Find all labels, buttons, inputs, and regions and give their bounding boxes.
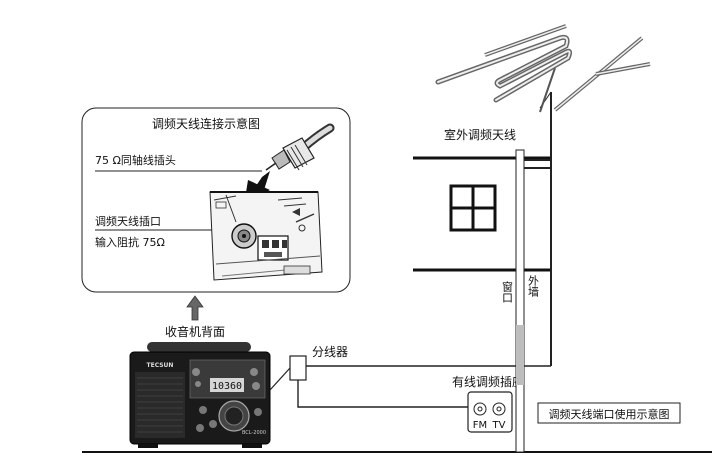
tv-port-icon: [492, 402, 506, 416]
back-panel-illustration: [209, 191, 323, 281]
coax-plug-label: 75 Ω同轴线插头: [95, 153, 176, 167]
splitter: 分线器: [289, 345, 348, 381]
caption-box: 调频天线端口使用示意图: [537, 402, 681, 424]
window-label: 窗口: [501, 280, 514, 303]
radio-illustration: TECSUN 10360 BCL-2000: [129, 342, 271, 448]
antenna-jack-label: 调频天线插口: [95, 214, 161, 228]
caption-frame: [537, 402, 681, 424]
window-icon: [449, 184, 497, 232]
coax-plug-icon: [265, 123, 335, 171]
inset-callout: 调频天线连接示意图 75 Ω同轴线插头 调频天线插口 输入阻抗 75Ω: [81, 107, 351, 293]
cable-to-socket: [297, 380, 468, 408]
splitter-box: [289, 355, 307, 381]
socket-fm-label: FM: [473, 420, 487, 431]
socket-plate: [467, 391, 513, 433]
cable-socket-label: 有线调频插座: [452, 374, 524, 389]
impedance-label: 输入阻抗 75Ω: [95, 235, 165, 249]
outdoor-antenna-icon: [435, 24, 651, 366]
radio-back-label: 收音机背面: [165, 324, 225, 339]
outer-wall-label: 外墙: [527, 275, 540, 298]
cable-to-radio: [269, 367, 291, 391]
socket-tv-label: TV: [492, 420, 506, 431]
wall-cable-section: [516, 325, 524, 385]
caption-text: 调频天线端口使用示意图: [549, 407, 670, 421]
radio-display: 10360: [212, 381, 242, 392]
house: 窗口 外墙: [413, 149, 551, 453]
fm-port-icon: [473, 402, 487, 416]
outer-wall: [515, 149, 525, 453]
radio-brand: TECSUN: [147, 362, 174, 369]
cable-socket: FM TV: [467, 391, 513, 433]
outdoor-antenna-label: 室外调频天线: [444, 127, 516, 142]
up-arrow-icon: [186, 295, 204, 321]
radio-model: BCL-2000: [242, 430, 266, 436]
inset-title: 调频天线连接示意图: [152, 116, 260, 131]
splitter-label: 分线器: [312, 345, 348, 359]
